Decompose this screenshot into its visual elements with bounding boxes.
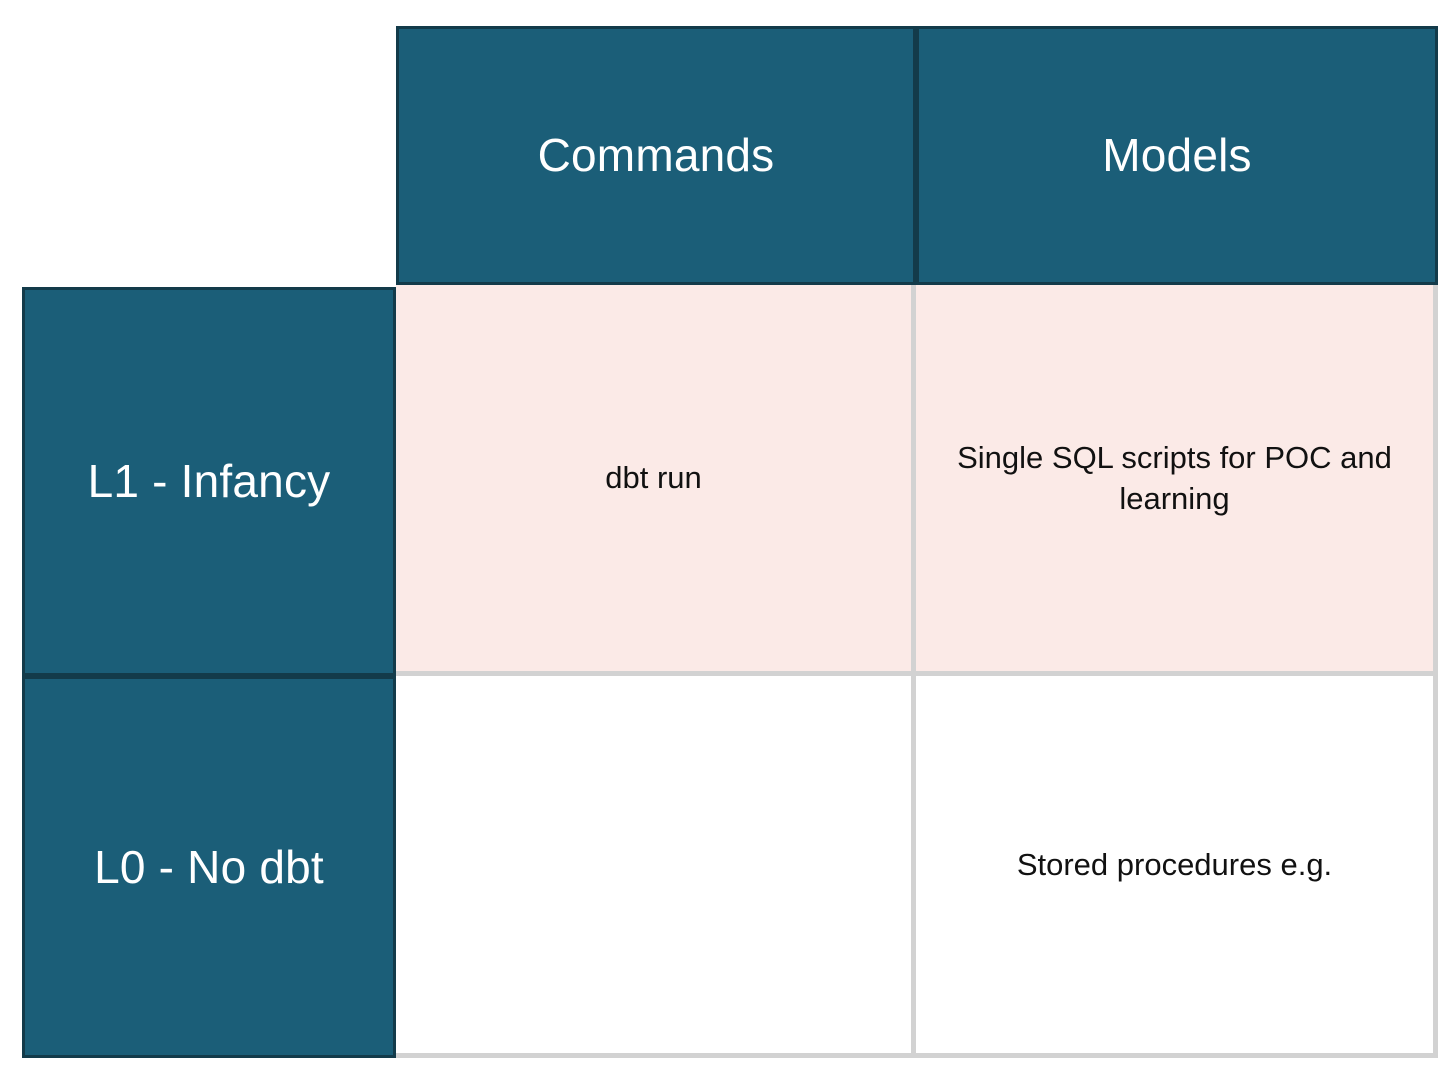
row-header-l1-infancy-label: L1 - Infancy	[87, 455, 331, 508]
row-header-l0-no-dbt-label: L0 - No dbt	[94, 840, 324, 893]
cell-l1-commands: dbt run	[396, 285, 916, 676]
cell-l0-models-text: Stored procedures e.g.	[1016, 846, 1333, 882]
table-row: Stored procedures e.g.	[396, 676, 1438, 1058]
column-header-commands-label: Commands	[537, 129, 775, 182]
column-header-row: Commands Models	[396, 26, 1438, 285]
cell-l0-commands	[396, 676, 916, 1058]
cell-l1-models: Single SQL scripts for POC and learning	[916, 285, 1438, 676]
column-header-models-label: Models	[1102, 129, 1252, 182]
cell-l1-commands-text: dbt run	[605, 460, 702, 496]
column-header-models: Models	[916, 26, 1438, 285]
table-row: dbt run Single SQL scripts for POC and l…	[396, 285, 1438, 676]
cell-l0-models: Stored procedures e.g.	[916, 676, 1438, 1058]
row-header-l1-infancy: L1 - Infancy	[22, 287, 396, 676]
row-header-l0-no-dbt: L0 - No dbt	[22, 676, 396, 1058]
cell-l1-models-text: Single SQL scripts for POC and learning	[957, 439, 1392, 516]
column-header-commands: Commands	[396, 26, 916, 285]
matrix-body: dbt run Single SQL scripts for POC and l…	[396, 285, 1438, 1058]
